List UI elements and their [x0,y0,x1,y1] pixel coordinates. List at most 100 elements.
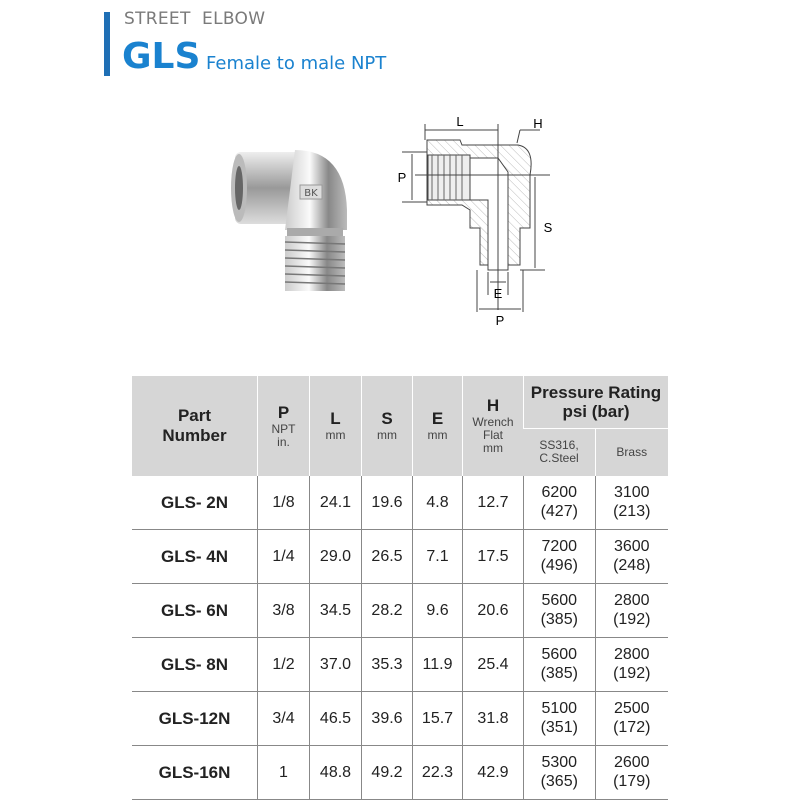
cell-e: 15.7 [412,691,463,746]
cell-brass-bar: (192) [613,665,651,682]
svg-text:BK: BK [304,188,318,199]
cell-brass-psi: 3100 [613,484,650,501]
cell-brass: 3100 (213) [594,475,668,530]
cell-l: 37.0 [309,637,362,692]
label-h: H [533,116,542,131]
cell-ss316-bar: (365) [540,773,578,790]
cell-ss316: 5100 (351) [523,691,595,746]
cell-e: 4.8 [412,475,463,530]
cell-brass-bar: (172) [613,719,651,736]
cell-h: 42.9 [462,745,524,800]
label-s: S [544,220,553,235]
logo-mark: BK [299,184,323,200]
cell-brass-bar: (179) [613,773,651,790]
cell-l: 48.8 [309,745,362,800]
cell-s: 39.6 [361,691,413,746]
cell-ss316-psi: 7200 [541,538,578,555]
cell-h: 25.4 [462,637,524,692]
cell-part-number: GLS-12N [132,691,258,746]
cell-brass: 2800 (192) [594,583,668,638]
cell-ss316: 5300 (365) [523,745,595,800]
cell-e: 9.6 [412,583,463,638]
cell-brass: 2600 (179) [594,745,668,800]
cell-ss316-psi: 5300 [541,754,578,771]
cell-p: 3/4 [257,691,310,746]
category-label: STREET ELBOW [124,9,266,29]
cell-ss316: 7200 (496) [523,529,595,584]
cell-l: 24.1 [309,475,362,530]
cell-brass-psi: 2600 [613,754,650,771]
cell-h: 20.6 [462,583,524,638]
cell-brass-bar: (213) [613,503,651,520]
cell-ss316-psi: 5100 [541,700,578,717]
cell-brass-psi: 3600 [613,538,650,555]
cell-ss316: 6200 (427) [523,475,595,530]
cell-part-number: GLS-16N [132,745,258,800]
cell-ss316-psi: 5600 [541,592,578,609]
product-photo: BK [231,150,347,291]
dimension-diagram: L H P S E P [398,114,553,328]
cell-s: 26.5 [361,529,413,584]
label-l: L [456,114,463,129]
product-description: Female to male NPT [206,53,387,74]
cell-brass-bar: (192) [613,611,651,628]
cell-s: 19.6 [361,475,413,530]
product-code: GLS [122,36,201,77]
cell-s: 28.2 [361,583,413,638]
cell-e: 22.3 [412,745,463,800]
cell-ss316: 5600 (385) [523,637,595,692]
cell-h: 12.7 [462,475,524,530]
cell-ss316-bar: (351) [540,719,578,736]
cell-brass-psi: 2800 [613,646,650,663]
cell-l: 46.5 [309,691,362,746]
cell-e: 11.9 [412,637,463,692]
cell-p: 1/4 [257,529,310,584]
cell-p: 1/2 [257,637,310,692]
cell-brass: 3600 (248) [594,529,668,584]
cell-p: 1/8 [257,475,310,530]
cell-ss316-bar: (385) [540,665,578,682]
cell-part-number: GLS- 2N [132,475,258,530]
cell-brass-bar: (248) [613,557,651,574]
cell-s: 35.3 [361,637,413,692]
col-brass: Brass [594,427,668,476]
cell-ss316: 5600 (385) [523,583,595,638]
cell-ss316-bar: (427) [540,503,578,520]
cell-ss316-bar: (496) [540,557,578,574]
cell-ss316-bar: (385) [540,611,578,628]
label-p-bottom: P [496,313,505,328]
cell-brass: 2500 (172) [594,691,668,746]
cell-s: 49.2 [361,745,413,800]
cell-ss316-psi: 6200 [541,484,578,501]
cell-part-number: GLS- 8N [132,637,258,692]
accent-bar [104,12,110,76]
cell-p: 1 [257,745,310,800]
cell-h: 31.8 [462,691,524,746]
cell-brass-psi: 2500 [613,700,650,717]
cell-h: 17.5 [462,529,524,584]
cell-brass: 2800 (192) [594,637,668,692]
cell-part-number: GLS- 4N [132,529,258,584]
label-p-left: P [398,170,407,185]
cell-ss316-psi: 5600 [541,646,578,663]
cell-e: 7.1 [412,529,463,584]
cell-part-number: GLS- 6N [132,583,258,638]
cell-p: 3/8 [257,583,310,638]
label-e: E [494,286,503,301]
cell-brass-psi: 2800 [613,592,650,609]
